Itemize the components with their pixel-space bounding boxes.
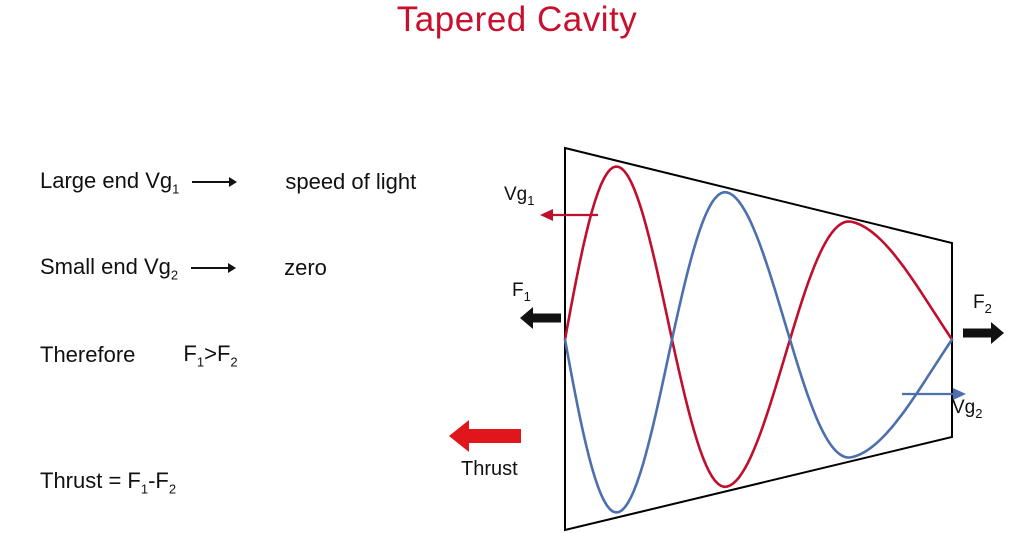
vg2-arrow-icon <box>902 388 966 400</box>
vg2-label: Vg2 <box>952 397 983 421</box>
thrust-label: Thrust <box>461 458 518 480</box>
thrust-arrow-icon <box>449 420 521 452</box>
f2-arrow-icon <box>963 322 1004 344</box>
f1-label: F1 <box>512 280 531 304</box>
cavity-outline <box>564 146 953 532</box>
vg1-arrow-icon <box>540 209 598 221</box>
blue-wave <box>563 190 954 514</box>
red-wave <box>563 165 954 489</box>
right-arrow-icon <box>191 262 237 273</box>
force-inequality: F1>F2 <box>183 341 238 370</box>
vg1-label: Vg1 <box>504 184 535 208</box>
note-thrust-formula: Thrust = F1-F2 <box>40 468 176 495</box>
f1-arrow-icon <box>520 307 561 329</box>
large-end-value: speed of light <box>285 168 417 194</box>
note-therefore: Therefore F1>F2 <box>40 341 238 368</box>
small-end-label: Small end Vg2 <box>40 254 179 283</box>
f2-label: F2 <box>973 292 992 316</box>
slide-title: Tapered Cavity <box>396 0 638 39</box>
small-end-value: zero <box>284 254 327 280</box>
right-arrow-icon <box>192 176 238 187</box>
note-small-end: Small end Vg2 zero <box>40 254 327 281</box>
note-large-end: Large end Vg1 speed of light <box>40 168 416 195</box>
thrust-formula: Thrust = F1-F2 <box>40 468 177 497</box>
therefore-word: Therefore <box>40 341 136 367</box>
large-end-label: Large end Vg1 <box>40 168 180 197</box>
